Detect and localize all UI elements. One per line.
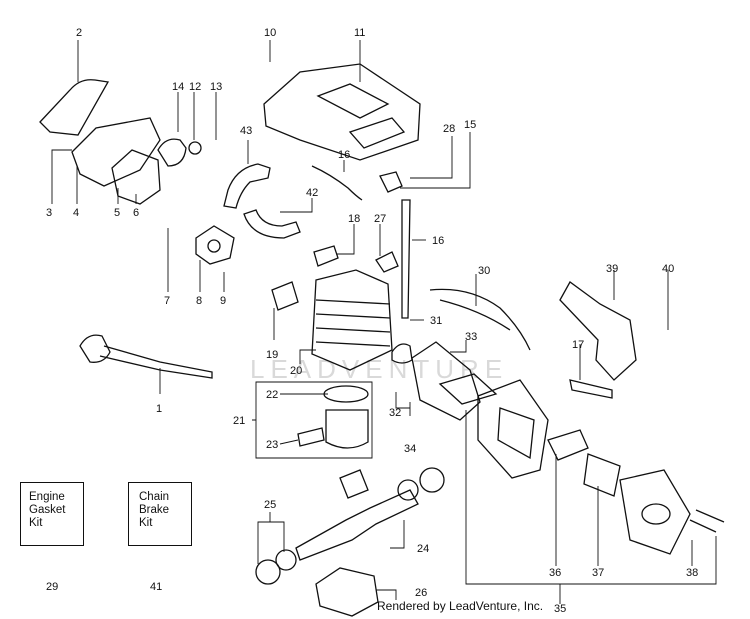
callout-27: 27 xyxy=(374,213,386,225)
wrist-pin xyxy=(297,427,325,447)
callout-14: 14 xyxy=(172,81,184,93)
callout-19: 19 xyxy=(266,349,278,361)
bracket-43 xyxy=(223,163,271,209)
callout-31: 31 xyxy=(430,315,442,327)
callout-22: 22 xyxy=(266,389,278,401)
seal-right xyxy=(419,467,445,493)
top-cover xyxy=(263,63,421,161)
callout-23: 23 xyxy=(266,439,278,451)
crankcase xyxy=(315,567,379,617)
callout-43: 43 xyxy=(240,125,252,137)
callout-1: 1 xyxy=(156,403,162,415)
callout-32: 32 xyxy=(389,407,401,419)
piston-ring xyxy=(323,385,369,403)
callout-10: 10 xyxy=(264,27,276,39)
callout-41: 41 xyxy=(150,581,162,593)
callout-35: 35 xyxy=(554,603,566,615)
dipstick xyxy=(401,199,411,319)
bracket-42 xyxy=(243,209,301,239)
callout-25: 25 xyxy=(264,499,276,511)
render-credit: Rendered by LeadVenture, Inc. xyxy=(377,599,544,613)
callout-33: 33 xyxy=(465,331,477,343)
intake-boot xyxy=(195,225,235,265)
chain-brake-kit-box[interactable]: Chain Brake Kit xyxy=(128,482,192,546)
callout-17: 17 xyxy=(572,339,584,351)
bearing-right xyxy=(397,479,419,501)
callout-16-dipstick: 16 xyxy=(432,235,444,247)
callout-15: 15 xyxy=(464,119,476,131)
engine-gasket-kit-label: Engine Gasket Kit xyxy=(29,491,66,529)
callout-40: 40 xyxy=(662,263,674,275)
callout-2: 2 xyxy=(76,27,82,39)
switch xyxy=(379,171,403,193)
callout-13: 13 xyxy=(210,81,222,93)
watermark-text: LEADVENTURE xyxy=(250,354,508,384)
callout-21: 21 xyxy=(233,415,245,427)
spark-plug xyxy=(313,245,339,267)
bearing-left xyxy=(275,549,297,571)
cylinder xyxy=(311,269,393,371)
air-filter-cover xyxy=(39,79,110,136)
callout-24: 24 xyxy=(417,543,429,555)
piston xyxy=(325,409,369,449)
muffler-shield xyxy=(411,341,481,421)
scrench-tool xyxy=(79,334,111,363)
callout-34: 34 xyxy=(404,443,416,455)
plug-boot xyxy=(375,251,399,273)
callout-39: 39 xyxy=(606,263,618,275)
callout-6: 6 xyxy=(133,207,139,219)
callout-18: 18 xyxy=(348,213,360,225)
callout-3: 3 xyxy=(46,207,52,219)
gasket-19 xyxy=(271,281,299,311)
callout-4: 4 xyxy=(73,207,79,219)
muffler-cover xyxy=(619,469,691,555)
callout-36: 36 xyxy=(549,567,561,579)
muffler-body xyxy=(477,379,549,479)
baffle xyxy=(547,429,589,461)
callout-20: 20 xyxy=(290,365,302,377)
callout-12: 12 xyxy=(189,81,201,93)
callout-5: 5 xyxy=(114,207,120,219)
callout-26: 26 xyxy=(415,587,427,599)
callout-11: 11 xyxy=(354,27,365,39)
bracket-17 xyxy=(569,379,613,399)
seal-left xyxy=(255,559,281,585)
wire-harness xyxy=(429,288,531,351)
spark-screen xyxy=(583,453,621,497)
callout-29: 29 xyxy=(46,581,58,593)
engine-gasket-kit-box[interactable]: Engine Gasket Kit xyxy=(20,482,84,546)
clamp-ring xyxy=(188,141,202,155)
callout-38: 38 xyxy=(686,567,698,579)
callout-16-top: 16 xyxy=(338,149,350,161)
callout-28: 28 xyxy=(443,123,455,135)
callout-9: 9 xyxy=(220,295,226,307)
carburetor-body xyxy=(71,117,161,187)
muffler-ring xyxy=(391,343,413,364)
chain-brake-kit-label: Chain Brake Kit xyxy=(139,491,170,529)
crankshaft xyxy=(295,489,419,561)
callout-30: 30 xyxy=(478,265,490,277)
fuel-line xyxy=(311,165,363,201)
callout-7: 7 xyxy=(164,295,170,307)
callout-8: 8 xyxy=(196,295,202,307)
ignition-coil xyxy=(559,281,637,381)
intake-elbow xyxy=(157,138,187,167)
muffler-gasket xyxy=(438,373,498,405)
callout-42: 42 xyxy=(306,187,318,199)
callout-37: 37 xyxy=(592,567,604,579)
